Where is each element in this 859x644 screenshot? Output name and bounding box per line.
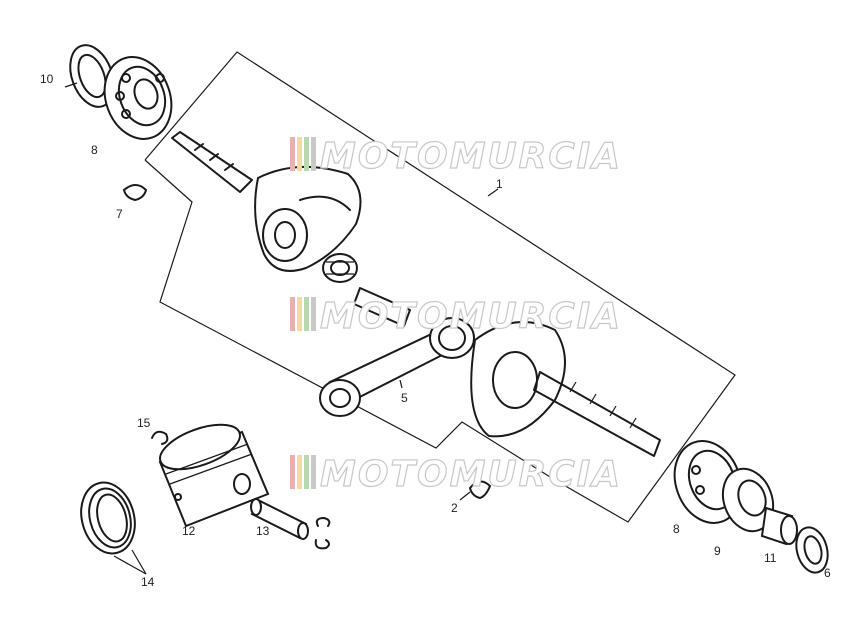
callout-11: 11 — [764, 551, 777, 565]
callout-1: 1 — [496, 177, 503, 191]
watermark-top: MOTOMURCIA — [290, 135, 622, 178]
circlip-mid — [315, 517, 331, 527]
callout-14: 14 — [141, 575, 155, 589]
piston-rings — [80, 481, 136, 555]
assembly-bracket — [144, 51, 736, 523]
callout-2: 2 — [451, 501, 458, 515]
label-2-leader — [459, 491, 471, 501]
connecting-rod — [319, 317, 475, 417]
crank-pin — [353, 287, 411, 327]
half-moon-key — [468, 480, 492, 500]
circlip-top — [151, 430, 169, 445]
ball-bearing-top — [103, 56, 173, 140]
washer — [795, 526, 829, 574]
callout-7: 7 — [116, 207, 123, 221]
callout-9: 9 — [714, 544, 721, 558]
callout-10: 10 — [40, 72, 54, 86]
piston-pin — [250, 498, 309, 540]
watermark-middle: MOTOMURCIA — [290, 295, 622, 338]
label-5-leader — [399, 379, 403, 389]
bushing — [760, 506, 798, 546]
callout-6: 6 — [824, 566, 831, 580]
watermark-text-middle: MOTOMURCIA — [320, 296, 622, 337]
callout-13: 13 — [256, 524, 270, 538]
callout-8-bottom: 8 — [673, 522, 680, 536]
watermark-text-bottom: MOTOMURCIA — [320, 454, 622, 495]
callout-8-top: 8 — [91, 143, 98, 157]
piston — [158, 423, 270, 528]
callout-12: 12 — [182, 524, 196, 538]
woodruff-key — [122, 184, 148, 202]
needle-bearing — [322, 253, 358, 283]
label-1-leader — [487, 188, 499, 197]
oil-seal-bottom — [721, 467, 775, 533]
label-14-leader-a — [131, 549, 147, 575]
watermark-text-top: MOTOMURCIA — [320, 136, 622, 177]
circlip-bottom — [314, 539, 330, 550]
callout-15: 15 — [137, 416, 151, 430]
label-14-leader-b — [113, 555, 147, 575]
crankshaft-right-half — [470, 321, 661, 457]
callout-5: 5 — [401, 391, 408, 405]
crankshaft-left-half — [171, 131, 362, 272]
watermark-bottom: MOTOMURCIA — [290, 453, 622, 496]
